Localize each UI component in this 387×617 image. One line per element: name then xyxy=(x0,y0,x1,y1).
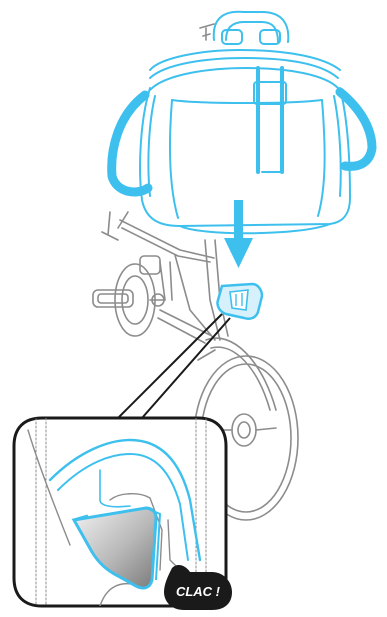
callout-leader xyxy=(118,314,230,418)
clac-sound-label: CLAC ! xyxy=(176,584,221,599)
bag-right-strap xyxy=(340,92,372,166)
frame-clip-mount xyxy=(217,284,262,319)
bag-buckle-strap xyxy=(258,68,282,172)
bag-left-strap xyxy=(112,95,148,192)
